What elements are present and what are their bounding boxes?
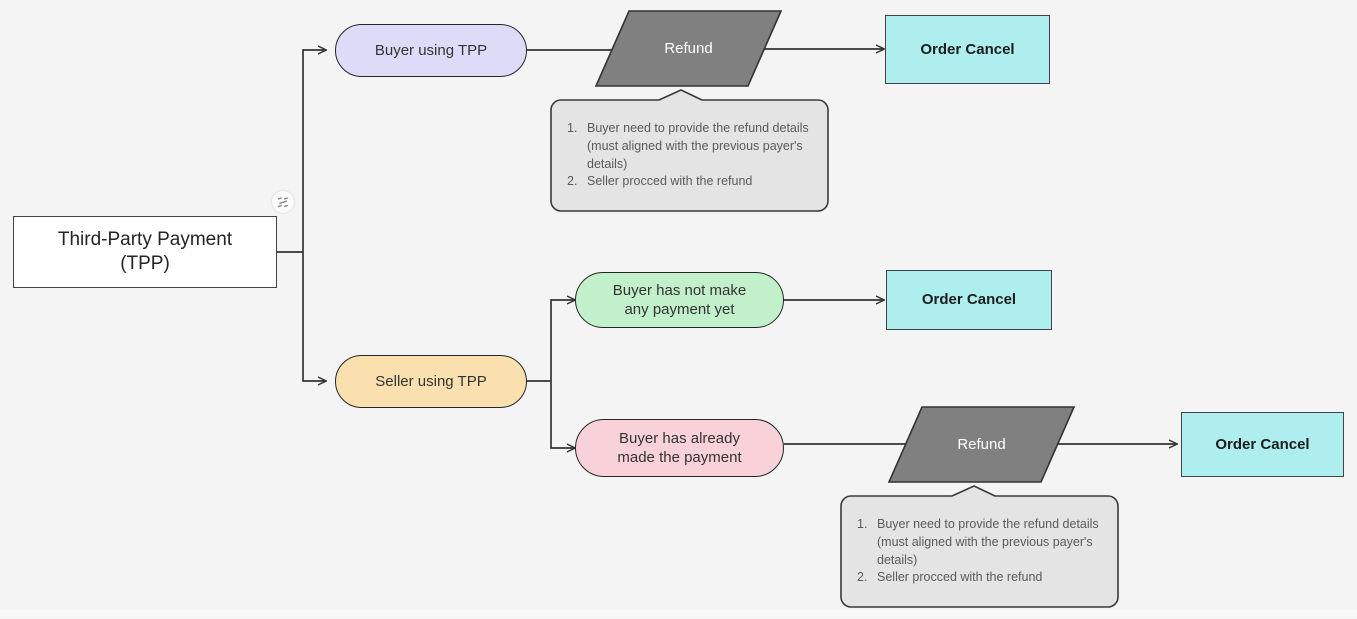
node-seller-using-tpp[interactable]: Seller using TPP [335,355,527,408]
node-third-party-payment[interactable]: Third-Party Payment (TPP) [13,216,277,288]
note-item: 2. Seller procced with the refund [857,569,1104,587]
edge-root-to-buyer-tpp [302,50,326,252]
refund-bottom-shape[interactable] [887,406,1076,483]
note-top-shape [550,89,829,212]
node-buyer-no-payment[interactable]: Buyer has not make any payment yet [575,272,784,328]
edge-seller-to-already-paid [550,381,575,448]
flow-branch-icon [277,196,288,207]
note-top-list: 1. Buyer need to provide the refund deta… [567,120,814,191]
edge-root-to-seller-tpp [302,252,326,381]
node-buyer-already-paid[interactable]: Buyer has already made the payment [575,419,784,477]
note-bottom-shape [840,485,1119,608]
flow-branch-badge[interactable] [272,191,294,213]
node-buyer-using-tpp[interactable]: Buyer using TPP [335,24,527,77]
note-item: 1. Buyer need to provide the refund deta… [567,120,814,173]
note-item: 2. Seller procced with the refund [567,173,814,191]
canvas-bottom-strip [0,609,1357,619]
note-item-number: 1. [567,121,578,135]
refund-top-shape[interactable] [594,10,783,87]
note-item-text: Seller procced with the refund [587,174,753,189]
node-order-cancel-3[interactable]: Order Cancel [1181,412,1344,477]
note-top: 1. Buyer need to provide the refund deta… [551,100,828,211]
note-item-number: 2. [567,174,578,189]
node-order-cancel-1[interactable]: Order Cancel [885,15,1050,84]
note-item-number: 2. [857,570,868,585]
note-item-text: Seller procced with the refund [877,570,1043,585]
note-bottom: 1. Buyer need to provide the refund deta… [841,496,1118,607]
edge-seller-to-no-payment [550,300,575,381]
note-bottom-list: 1. Buyer need to provide the refund deta… [857,516,1104,587]
note-item-number: 1. [857,517,868,531]
node-order-cancel-2[interactable]: Order Cancel [886,270,1052,330]
note-item: 1. Buyer need to provide the refund deta… [857,516,1104,569]
note-item-text: Buyer need to provide the refund details… [877,517,1099,567]
note-item-text: Buyer need to provide the refund details… [587,121,809,171]
